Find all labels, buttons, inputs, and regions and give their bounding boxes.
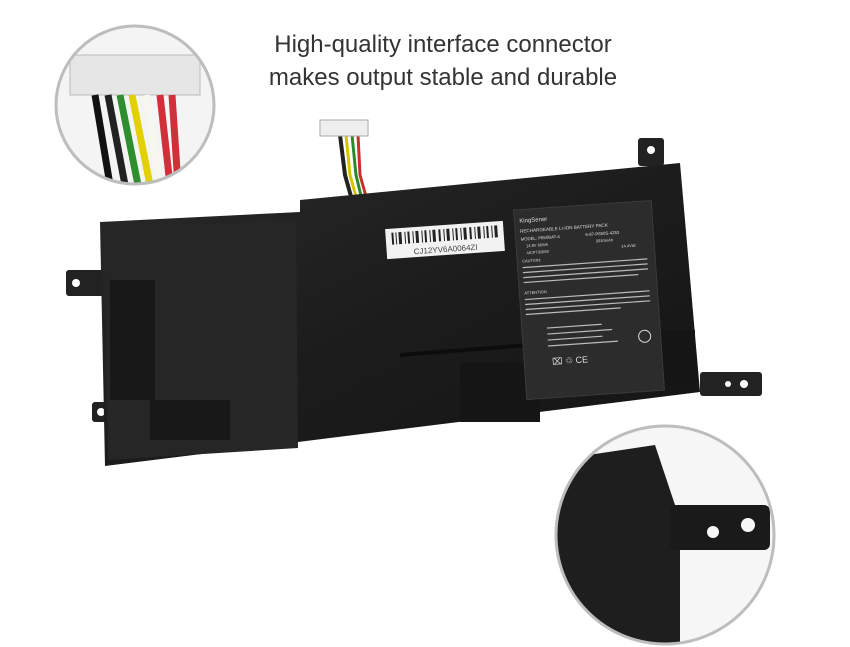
battery-pad xyxy=(110,280,155,400)
headline-line-1: High-quality interface connector xyxy=(274,31,612,58)
headline: High-quality interface connector makes o… xyxy=(200,28,686,94)
barcode-sticker: CJ12YV6A0064ZI xyxy=(385,220,505,260)
label-model: MODEL: P650BAT-4 xyxy=(520,234,560,242)
label-part: 6-87-P650S-4253 xyxy=(585,230,620,237)
connector-closeup xyxy=(54,24,216,186)
barcode-text: CJ12YV6A0064ZI xyxy=(413,243,478,256)
label-spec: 14.8V 60Wh xyxy=(526,242,548,249)
mounting-tab-closeup xyxy=(554,424,776,646)
recycle-mark-icon xyxy=(638,329,652,343)
label-spec: 4ICP7/63/69 xyxy=(526,249,549,256)
label-title: RECHARGEABLE LI-ION BATTERY PACK xyxy=(520,223,609,234)
label-spec: 3910mAh xyxy=(596,237,613,243)
battery-cable xyxy=(319,119,369,201)
label-caution: CAUTION: xyxy=(522,257,541,263)
label-spec: 14.4Vdc xyxy=(621,243,636,249)
label-brand: KingSener xyxy=(519,217,547,225)
battery-label: KingSener RECHARGEABLE LI-ION BATTERY PA… xyxy=(513,199,665,401)
label-attention: ATTENTION xyxy=(524,289,547,296)
headline-line-2: makes output stable and durable xyxy=(268,64,618,91)
connector-plug xyxy=(319,119,369,137)
ce-mark-icon: ⌧ ♲ CE xyxy=(552,354,589,366)
